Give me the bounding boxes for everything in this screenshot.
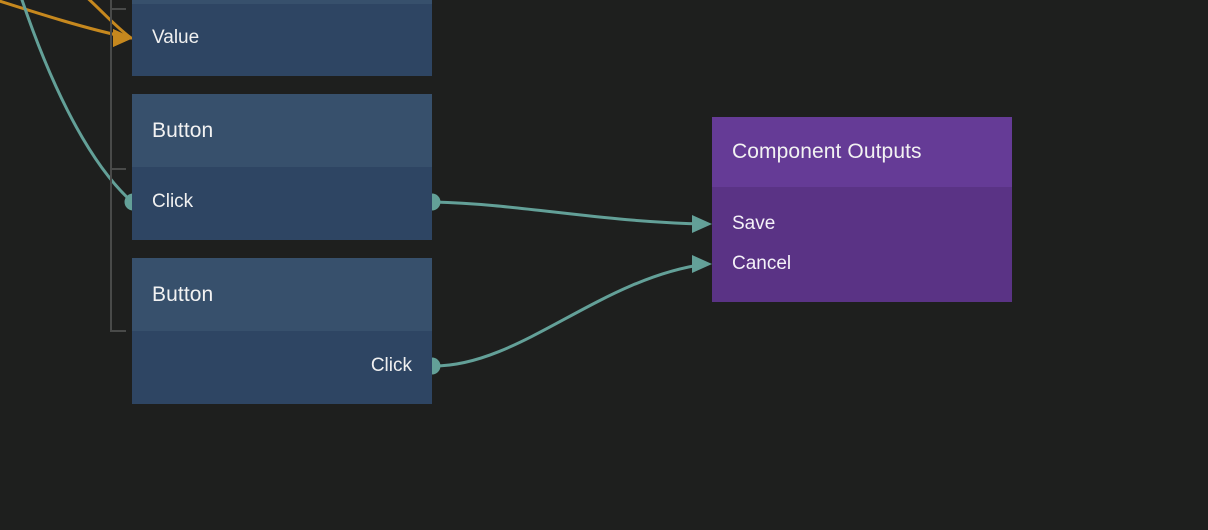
node-header-value-node[interactable]: [132, 0, 432, 4]
edge-button1-click-to-save-arrowhead: [692, 215, 712, 233]
node-header-button-node-2[interactable]: Button: [132, 258, 432, 331]
port-label-value-in[interactable]: Value: [152, 27, 200, 48]
edge-button1-click-to-save[interactable]: [432, 200, 708, 226]
node-value-node[interactable]: Value: [132, 0, 432, 76]
node-header-button-node-1[interactable]: Button: [132, 94, 432, 167]
edge-to-value-input-b[interactable]: [74, 0, 133, 40]
group-bracket-spine: [110, 0, 112, 332]
group-bracket-tick-1: [110, 168, 126, 170]
node-title-component-outputs-node: Component Outputs: [732, 140, 922, 163]
edge-to-value-input-a[interactable]: [0, 0, 133, 40]
node-title-button-node-1: Button: [152, 118, 214, 142]
group-bracket-tick-2: [110, 330, 126, 332]
group-bracket-tick-0: [110, 8, 126, 10]
edge-to-button1-click-input[interactable]: [20, 0, 133, 203]
port-label-cancel-in[interactable]: Cancel: [732, 253, 792, 274]
component-group-bracket: [110, 0, 128, 332]
node-body-button-node-1: Click: [132, 167, 432, 240]
node-body-button-node-2: Click: [132, 331, 432, 404]
edge-button2-click-to-cancel[interactable]: [432, 262, 708, 368]
edge-button2-click-to-cancel-arrowhead: [692, 255, 712, 273]
edge-to-value-input-a-arrowhead: [113, 29, 133, 47]
port-label-button2-click-out[interactable]: Click: [370, 355, 412, 376]
port-label-save-in[interactable]: Save: [732, 213, 776, 234]
node-header-component-outputs-node[interactable]: Component Outputs: [712, 117, 1012, 187]
node-title-button-node-2: Button: [152, 282, 214, 306]
edge-to-value-input-b-arrowhead: [113, 29, 133, 47]
node-body-value-node: Value: [132, 4, 432, 76]
port-label-button1-click-in[interactable]: Click: [152, 191, 194, 212]
